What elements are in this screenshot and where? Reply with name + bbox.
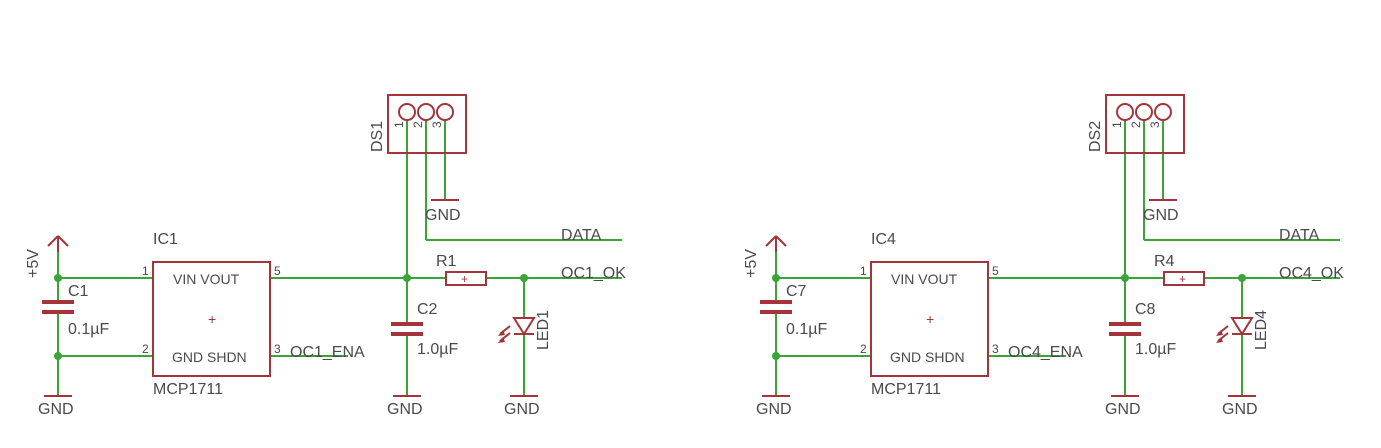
ground-label: GND — [1105, 401, 1141, 418]
capacitor-value: 1.0µF — [417, 341, 458, 358]
capacitor-name: C1 — [68, 283, 89, 300]
capacitor-value: 0.1µF — [786, 321, 827, 338]
pin-number: 3 — [274, 342, 281, 356]
junction-dot — [403, 274, 411, 282]
capacitor-c8: C8 1.0µF — [1109, 301, 1176, 358]
ground-symbol: GND — [756, 395, 792, 418]
regulator-name: IC4 — [871, 231, 896, 248]
ground-label: GND — [504, 401, 540, 418]
net-label-ena: OC1_ENA — [290, 344, 365, 361]
led-led1: LED1 — [498, 310, 552, 350]
connector-pin-2: 2 — [411, 121, 425, 128]
origin-cross-icon: + — [1179, 272, 1186, 286]
supply-symbol: +5V — [743, 235, 787, 278]
net-label-ok: OC4_OK — [1279, 265, 1344, 282]
ground-label: GND — [425, 207, 461, 224]
ground-label: GND — [38, 401, 74, 418]
ground-symbol: GND — [425, 199, 461, 224]
connector-ds2: 1 2 3 DS2 — [1087, 94, 1185, 154]
capacitor-value: 0.1µF — [68, 321, 109, 338]
ground-symbol: GND — [38, 395, 74, 418]
regulator-gnd-shdn: GND SHDN — [172, 349, 247, 365]
connector-pin-3: 3 — [430, 121, 444, 128]
junction-dot — [772, 274, 780, 282]
regulator-gnd-shdn: GND SHDN — [890, 349, 965, 365]
ground-symbol: GND — [1105, 395, 1141, 418]
origin-cross-icon: + — [926, 311, 934, 327]
origin-cross-icon: + — [461, 272, 468, 286]
capacitor-c7: C7 0.1µF — [760, 283, 827, 338]
connector-ds1: 1 2 3 DS1 — [369, 94, 467, 154]
led-led4: LED4 — [1216, 310, 1270, 350]
origin-cross-icon: + — [208, 311, 216, 327]
regulator-vin-vout: VIN VOUT — [173, 271, 240, 287]
ground-label: GND — [756, 401, 792, 418]
pin-number: 2 — [860, 342, 867, 356]
capacitor-c1: C1 0.1µF — [42, 283, 109, 338]
ground-symbol: GND — [504, 395, 540, 418]
ground-label: GND — [1222, 401, 1258, 418]
regulator-vin-vout: VIN VOUT — [891, 271, 958, 287]
regulator-ic4: VIN VOUT GND SHDN + 1 2 3 5 IC4 MCP1711 — [860, 231, 999, 398]
net-label-data: DATA — [1279, 227, 1320, 244]
pin-number: 5 — [992, 264, 999, 278]
junction-dot — [1121, 274, 1129, 282]
junction-dot — [54, 352, 62, 360]
led-label: LED4 — [1253, 310, 1270, 350]
net-label-data: DATA — [561, 227, 602, 244]
pin-number: 3 — [992, 342, 999, 356]
pin-number: 1 — [142, 264, 149, 278]
circuit-left: 1 2 3 DS1 +5V C1 0.1µF VIN VOUT GND SHDN… — [25, 94, 626, 418]
regulator-part: MCP1711 — [871, 381, 941, 398]
junction-dot — [54, 274, 62, 282]
connector-pin-1: 1 — [1110, 121, 1124, 128]
pin-number: 2 — [142, 342, 149, 356]
capacitor-name: C8 — [1135, 301, 1156, 318]
resistor-r4: + R4 — [1154, 253, 1205, 286]
connector-pin-1: 1 — [392, 121, 406, 128]
capacitor-name: C7 — [786, 283, 807, 300]
regulator-ic1: VIN VOUT GND SHDN + 1 2 3 5 IC1 MCP1711 — [142, 231, 281, 398]
junction-dot — [772, 352, 780, 360]
ground-symbol: GND — [387, 395, 423, 418]
regulator-part: MCP1711 — [153, 381, 223, 398]
supply-label: +5V — [743, 249, 760, 278]
connector-pin-3: 3 — [1148, 121, 1162, 128]
ground-symbol: GND — [1222, 395, 1258, 418]
net-label-ena: OC4_ENA — [1008, 344, 1083, 361]
capacitor-name: C2 — [417, 301, 438, 318]
supply-symbol: +5V — [25, 235, 69, 278]
connector-label: DS2 — [1087, 121, 1104, 152]
resistor-name: R1 — [436, 253, 457, 270]
capacitor-c2: C2 1.0µF — [391, 301, 458, 358]
resistor-name: R4 — [1154, 253, 1175, 270]
ground-label: GND — [1143, 207, 1179, 224]
pin-number: 5 — [274, 264, 281, 278]
pin-number: 1 — [860, 264, 867, 278]
junction-dot — [1238, 274, 1246, 282]
ground-symbol: GND — [1143, 199, 1179, 224]
resistor-r1: + R1 — [436, 253, 487, 286]
capacitor-value: 1.0µF — [1135, 341, 1176, 358]
wires-left — [57, 120, 622, 396]
led-label: LED1 — [535, 310, 552, 350]
circuit-right: 1 2 3 DS2 +5V C7 0.1µF VIN VOUT GND SHDN… — [743, 94, 1344, 418]
net-label-ok: OC1_OK — [561, 265, 626, 282]
connector-label: DS1 — [369, 121, 386, 152]
supply-label: +5V — [25, 249, 42, 278]
regulator-name: IC1 — [153, 231, 178, 248]
junction-dot — [520, 274, 528, 282]
connector-pin-2: 2 — [1129, 121, 1143, 128]
ground-label: GND — [387, 401, 423, 418]
